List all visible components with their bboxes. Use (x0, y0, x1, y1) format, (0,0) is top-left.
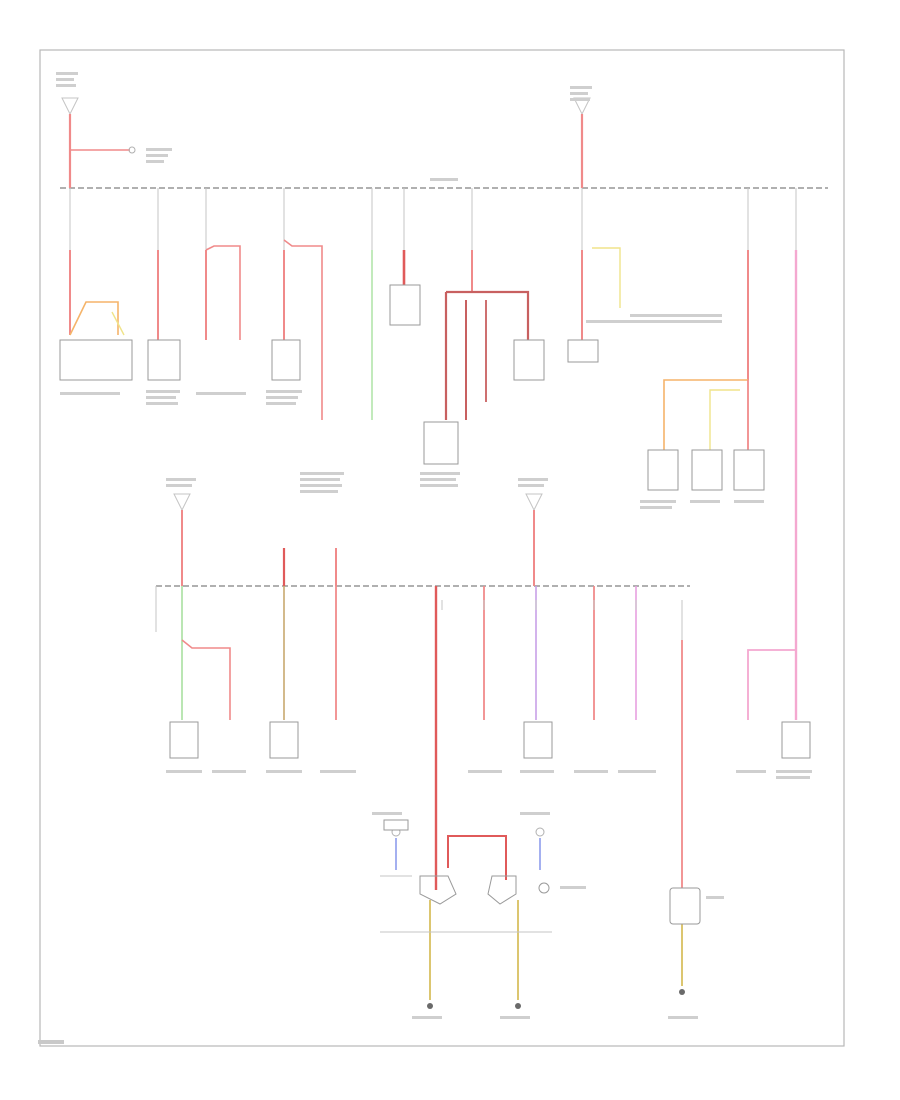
power-source-3 (173, 493, 191, 512)
page-footer-mark (38, 1040, 64, 1044)
ground-2 (515, 1003, 521, 1009)
ground-3 (679, 989, 685, 995)
diagram-frame (39, 49, 845, 1047)
comp-10 (733, 449, 765, 491)
power-source-1 (61, 97, 79, 116)
comp-19 (383, 819, 409, 831)
comp-6 (567, 339, 599, 363)
lower-fuse-drops (441, 600, 683, 640)
upper-fuse-drops (69, 188, 797, 250)
comp-13 (523, 721, 553, 759)
comp-15 (669, 887, 701, 925)
comp-9 (691, 449, 723, 491)
comp-7 (423, 421, 459, 465)
ground-1 (427, 1003, 433, 1009)
relay-left (419, 875, 457, 905)
comp-11 (169, 721, 199, 759)
comp-16 (538, 882, 550, 894)
comp-18 (535, 827, 545, 837)
comp-5 (513, 339, 545, 381)
relay-right (487, 875, 517, 905)
comp-4 (389, 284, 421, 326)
upper-wires (69, 239, 798, 720)
comp-1 (59, 339, 133, 381)
comp-12 (269, 721, 299, 759)
comp-8 (647, 449, 679, 491)
comp-2 (147, 339, 181, 381)
connector-1 (128, 146, 136, 154)
comp-14 (781, 721, 811, 759)
power-source-4 (525, 493, 543, 512)
illegible-labels (56, 72, 812, 1019)
lower-wires (181, 586, 796, 1000)
comp-3 (271, 339, 301, 381)
